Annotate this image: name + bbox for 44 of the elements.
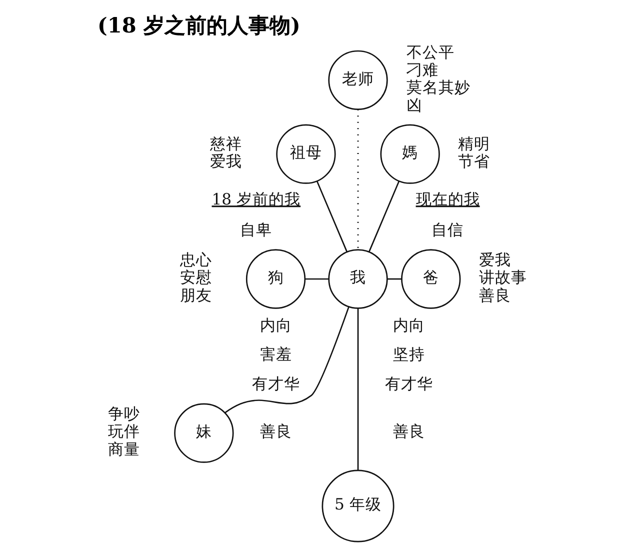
node-label: 商量 — [108, 440, 140, 458]
node-label: 朋友 — [179, 286, 212, 304]
node-label: 精明 — [457, 134, 490, 153]
label: 18 岁前的我 — [211, 190, 300, 209]
connector — [316, 180, 348, 252]
node-label: 讲故事 — [478, 268, 526, 287]
node-label: 爱我 — [478, 250, 510, 269]
node-circle: 老师 — [328, 50, 388, 110]
connector — [368, 180, 400, 252]
node-label: 不公平 — [406, 43, 454, 62]
node-circle: 我 — [328, 249, 388, 309]
node-label: 刁难 — [406, 60, 438, 79]
label: 善良 — [259, 422, 292, 441]
node-label: 安慰 — [179, 268, 212, 287]
label: 自信 — [431, 220, 464, 239]
label: 现在的我 — [415, 190, 480, 209]
node-circle: 爸 — [400, 249, 460, 309]
label: 有才华 — [384, 374, 433, 393]
label: 内向 — [392, 316, 425, 335]
connector — [224, 306, 349, 414]
node-label: 节省 — [457, 152, 490, 171]
node-circle: 妹 — [174, 403, 234, 463]
connector — [386, 278, 402, 280]
node-label: 争吵 — [108, 405, 140, 424]
diagram-title: (18 岁之前的人事物) — [96, 12, 300, 38]
node-label: 莫名其妙 — [406, 78, 470, 97]
connector — [304, 278, 328, 280]
node-circle: 狗 — [245, 249, 306, 309]
connector — [356, 308, 358, 470]
label: 害羞 — [259, 346, 292, 364]
node-circle: 5 年级 — [321, 470, 394, 542]
label: 坚持 — [392, 346, 425, 364]
node-circle: 祖母 — [276, 124, 336, 184]
label: 自卑 — [239, 220, 272, 239]
node-label: 爱我 — [210, 152, 242, 171]
node-label: 忠心 — [179, 250, 212, 269]
label: 有才华 — [251, 374, 300, 393]
label: 内向 — [259, 316, 292, 335]
node-label: 善良 — [478, 286, 510, 304]
node-circle: 媽 — [380, 124, 440, 184]
node-label: 慈祥 — [210, 134, 242, 153]
label: 善良 — [392, 422, 425, 441]
node-label: 凶 — [406, 96, 422, 114]
node-label: 玩伴 — [108, 422, 140, 441]
